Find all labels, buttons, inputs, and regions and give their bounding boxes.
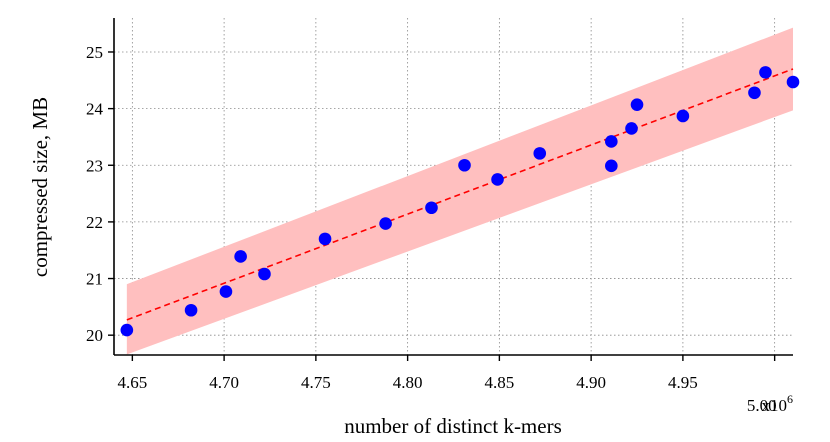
data-point [625,122,638,135]
x-tick-label: 4.85 [485,373,515,392]
x-tick-label: 4.80 [393,373,423,392]
data-points [120,66,800,337]
x-multiplier-base: x10 [762,396,788,415]
x-axis-multiplier: x106 [762,392,794,415]
y-tick-label: 21 [86,270,103,289]
x-tick-label: 4.95 [668,373,698,392]
y-tick-label: 20 [86,326,103,345]
y-tick-label: 22 [86,213,103,232]
fit-line [126,68,794,321]
data-point [605,159,618,173]
y-tick-label: 24 [86,100,104,119]
x-tick-label: 5.00 [747,396,777,415]
data-point [533,147,547,160]
fit-line-segment [126,68,794,321]
data-point [491,173,504,186]
data-point [184,303,198,317]
data-point [120,323,134,337]
y-axis-ticks: 20 21 22 23 24 25 [86,43,114,345]
data-point [786,75,800,89]
data-point [630,98,644,111]
confidence-band [126,27,793,355]
data-point [676,109,690,123]
data-point [425,201,438,215]
band-area [126,27,793,355]
data-point [219,285,233,298]
x-axis-ticks: 4.65 4.70 4.75 4.80 4.85 4.90 4.95 5.00 [117,355,777,415]
data-point [258,267,271,281]
x-multiplier-exponent: 6 [787,392,793,406]
data-point [759,66,772,79]
x-tick-label: 4.70 [209,373,239,392]
data-point [234,250,247,263]
axes [113,18,793,356]
data-point [318,232,332,246]
x-tick-label: 4.75 [301,373,331,392]
data-point [605,135,618,148]
y-axis-title: compressed size, MB [28,97,52,277]
y-tick-label: 23 [86,156,103,175]
data-point [458,158,471,172]
x-tick-label: 4.90 [576,373,606,392]
data-point [748,86,761,100]
data-point [379,217,392,230]
x-axis-title: number of distinct k-mers [344,414,562,438]
y-tick-label: 25 [86,43,103,62]
x-tick-label: 4.65 [117,373,147,392]
